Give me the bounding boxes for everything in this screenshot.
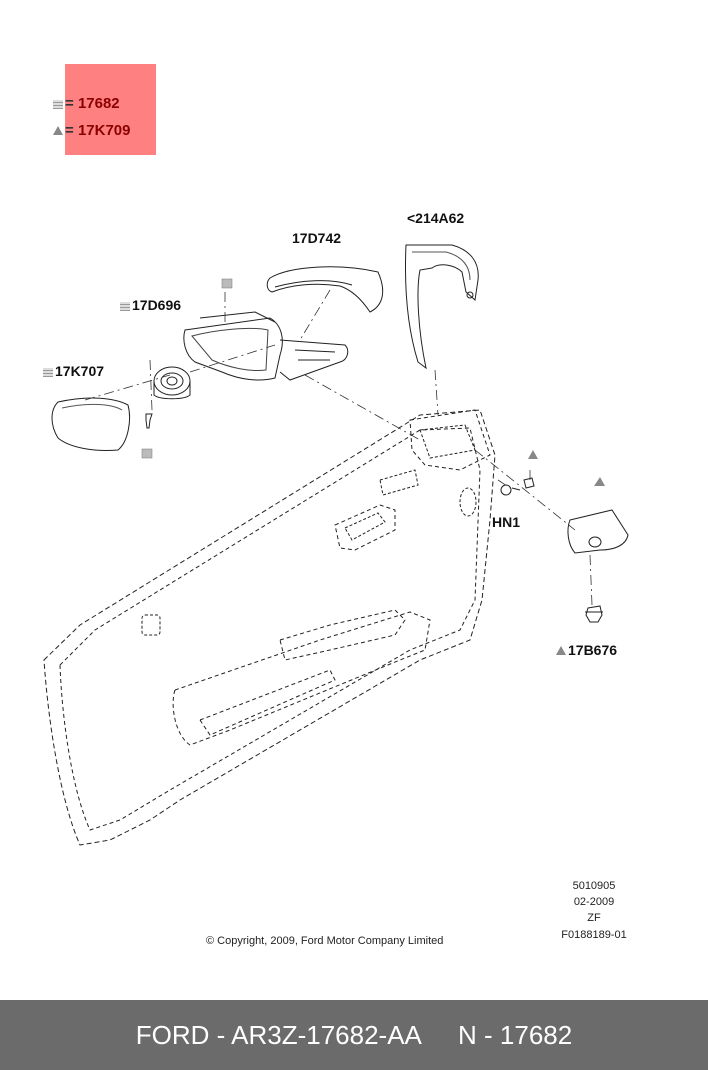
square-icon [43,368,53,377]
door-trim-panel [43,409,496,846]
triangle-icon [53,126,63,135]
mirror-actuator [153,366,191,396]
legend-part-17682: 17682 [77,95,120,112]
square-icon [221,278,233,289]
diagram-date: 02-2009 [573,896,615,908]
callout-hn1: HN1 [492,514,521,530]
square-icon [120,302,130,311]
parts-diagram [43,244,629,846]
legend-row-square: = 17682 [53,95,120,112]
legend-row-triangle: = 17K709 [53,122,130,139]
footer-bar: FORD - AR3Z-17682-AA N - 17682 [0,1000,708,1070]
triangle-icon [594,477,605,486]
triangle-icon [556,646,566,655]
copyright-notice: © Copyright, 2009, Ford Motor Company Li… [206,935,444,947]
legend [65,64,156,155]
square-icon [53,100,63,109]
diagram-code: 5010905 [572,880,616,892]
callout-214a62: <214A62 [407,210,465,226]
screw [145,413,153,429]
triangle-icon [528,450,538,459]
nut [500,484,512,496]
callout-17d742: 17D742 [292,230,342,246]
sail-panel [405,244,479,370]
callout-17b676: 17B676 [556,642,617,658]
mirror-glass [51,397,131,451]
bezel-trim [567,509,629,554]
mirror-housing [183,317,283,381]
push-fastener [585,605,603,623]
callout-17d696: 17D696 [120,297,181,313]
footer-part-number: FORD - AR3Z-17682-AA [135,1019,422,1050]
square-icon [141,448,153,459]
footer-ref-number: N - 17682 [458,1019,573,1050]
mirror-cover [266,266,384,313]
diagram-ref: F0188189-01 [561,929,627,941]
diagram-zf: ZF [587,912,601,924]
callout-17k707: 17K707 [43,363,104,379]
legend-part-17k709: 17K709 [77,122,131,139]
